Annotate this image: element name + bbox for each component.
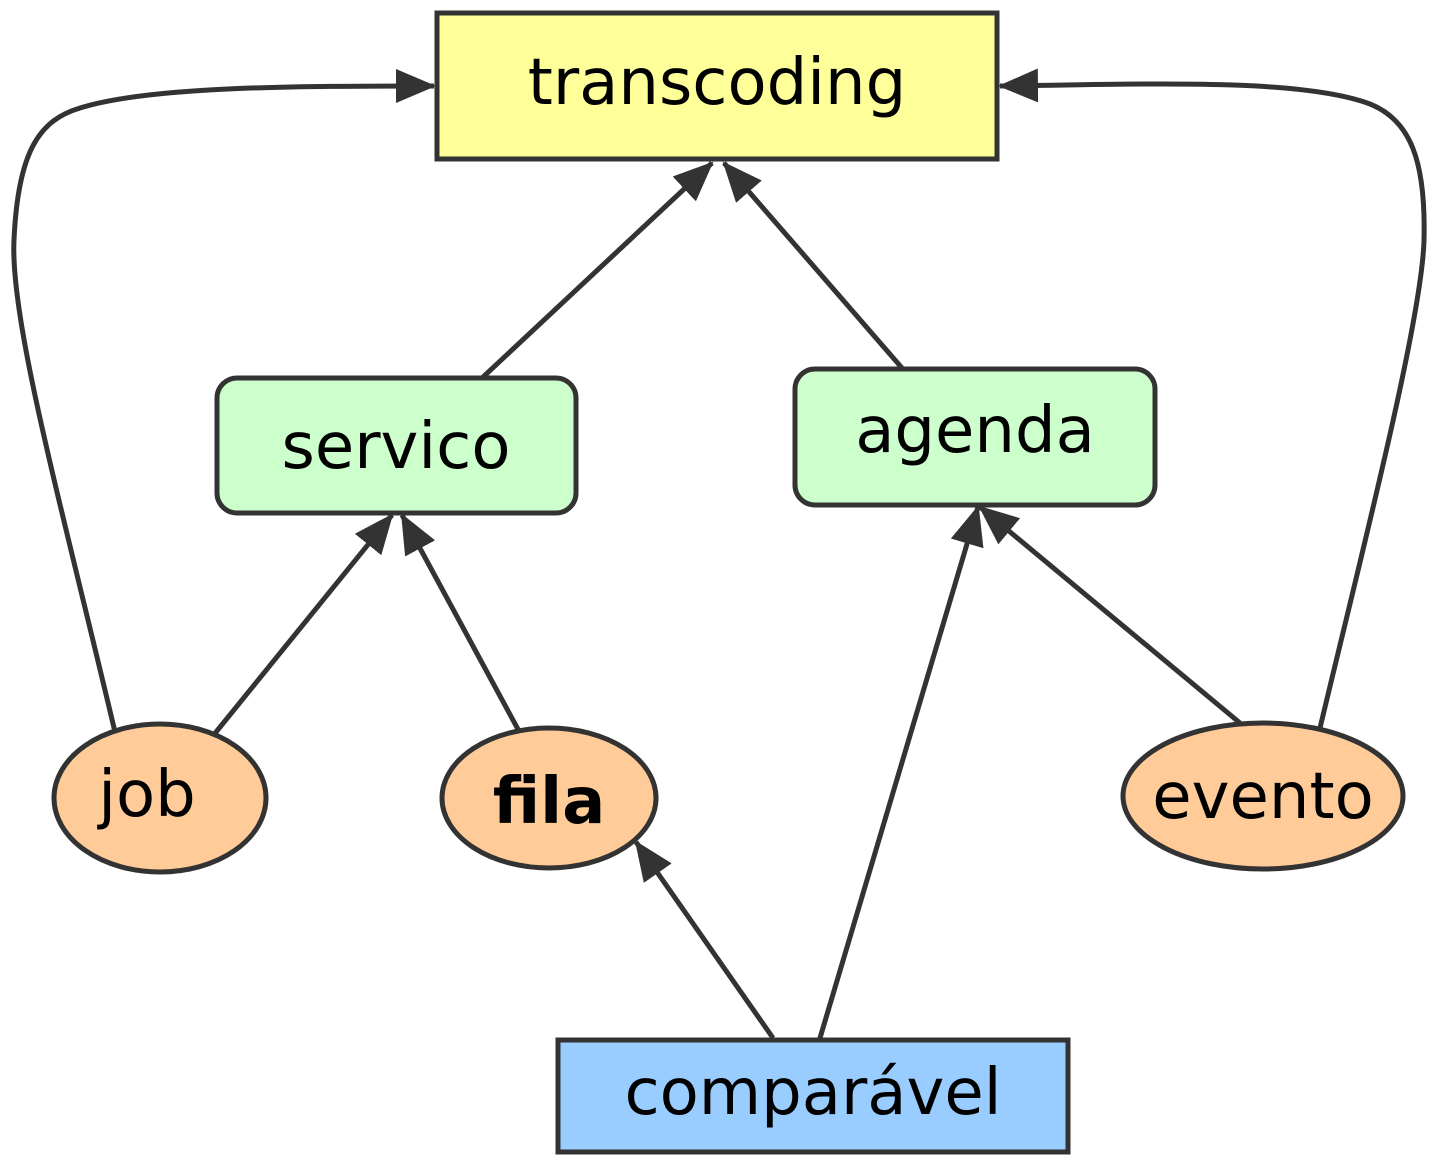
- edge-evento-transcoding: [998, 68, 1427, 729]
- edge-fila-servico: [399, 513, 523, 735]
- node-agenda-label: agenda: [855, 394, 1095, 468]
- node-job-ellipse: [51, 721, 269, 875]
- node-comparavel: comparável: [555, 1037, 1071, 1155]
- edges: [11, 68, 1427, 1040]
- node-servico: servico: [214, 375, 579, 516]
- node-agenda: agenda: [792, 366, 1158, 508]
- node-evento-label: evento: [1152, 760, 1373, 834]
- edge-comparavel-agenda: [817, 505, 984, 1039]
- node-fila-label: fila: [493, 765, 606, 839]
- node-comparavel-label: comparável: [624, 1056, 1001, 1130]
- node-agenda-box: [792, 366, 1158, 508]
- node-servico-label: servico: [281, 410, 510, 484]
- edge-servico-transcoding: [480, 161, 714, 380]
- node-servico-box: [214, 375, 579, 516]
- node-evento-ellipse: [1120, 720, 1406, 872]
- node-transcoding-label: transcoding: [528, 46, 906, 120]
- node-job-label: job: [96, 758, 196, 832]
- edge-job-transcoding: [11, 69, 436, 733]
- edge-job-servico: [210, 513, 394, 739]
- node-fila-ellipse: [439, 725, 659, 871]
- edge-agenda-transcoding: [722, 161, 904, 370]
- node-transcoding-box: [434, 10, 1000, 162]
- node-job: job: [51, 721, 269, 875]
- node-evento: evento: [1120, 720, 1406, 872]
- edge-comparavel-fila: [633, 840, 776, 1040]
- node-transcoding: transcoding: [434, 10, 1000, 162]
- node-fila: fila: [439, 725, 659, 871]
- edge-evento-agenda: [978, 505, 1242, 725]
- node-comparavel-box: [555, 1037, 1071, 1155]
